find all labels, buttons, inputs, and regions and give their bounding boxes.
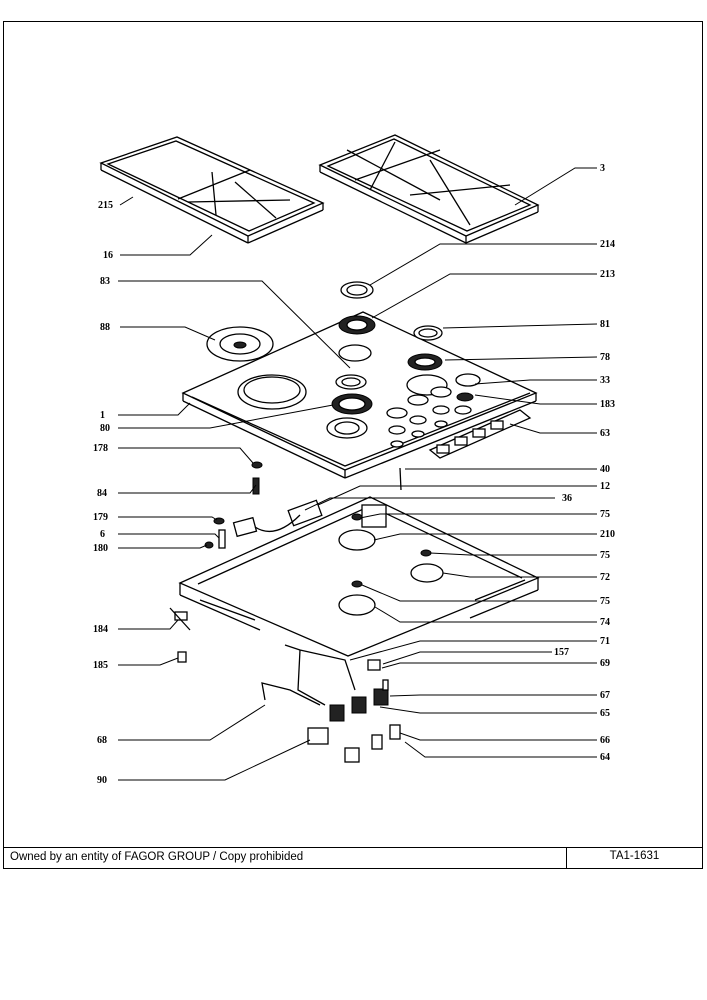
gas-pipes xyxy=(261,644,381,706)
drawing-code: TA1-1631 xyxy=(609,850,660,862)
drawing-frame xyxy=(3,21,703,869)
burner-parts xyxy=(206,281,443,390)
callout-16: 16 xyxy=(103,250,113,261)
callout-75-a: 75 xyxy=(600,509,610,520)
callout-71: 71 xyxy=(600,636,610,647)
callout-88: 88 xyxy=(100,322,110,333)
callout-80: 80 xyxy=(100,423,110,434)
callout-67: 67 xyxy=(600,690,610,701)
callout-65: 65 xyxy=(600,708,610,719)
callout-1: 1 xyxy=(100,410,105,421)
callout-78: 78 xyxy=(600,352,610,363)
callout-3: 3 xyxy=(600,163,605,174)
callout-213: 213 xyxy=(600,269,615,280)
callout-81: 81 xyxy=(600,319,610,330)
callout-72: 72 xyxy=(600,572,610,583)
callout-210: 210 xyxy=(600,529,615,540)
callout-185: 185 xyxy=(93,660,108,671)
burner-cups xyxy=(338,513,444,616)
control-strip xyxy=(428,409,532,459)
callout-6: 6 xyxy=(100,529,105,540)
callout-90: 90 xyxy=(97,775,107,786)
callout-83: 83 xyxy=(100,276,110,287)
callout-69: 69 xyxy=(600,658,610,669)
callout-184: 184 xyxy=(93,624,108,635)
leader-lines xyxy=(118,167,598,781)
callout-183: 183 xyxy=(600,399,615,410)
callout-labels: 215 16 3 214 213 83 88 81 78 33 183 1 80… xyxy=(93,163,615,786)
ignition-parts xyxy=(169,461,402,663)
footer-divider xyxy=(3,847,703,848)
callout-215: 215 xyxy=(98,200,113,211)
callout-180: 180 xyxy=(93,543,108,554)
callout-214: 214 xyxy=(600,239,615,250)
base-tray xyxy=(178,496,540,657)
callout-84: 84 xyxy=(97,488,107,499)
right-pan-support xyxy=(318,134,540,244)
gas-taps xyxy=(307,679,401,763)
callout-157: 157 xyxy=(554,647,569,658)
hob-top-plate xyxy=(181,311,538,479)
callout-68: 68 xyxy=(97,735,107,746)
callout-36: 36 xyxy=(562,493,572,504)
callout-40: 40 xyxy=(600,464,610,475)
callout-12: 12 xyxy=(600,481,610,492)
callout-33: 33 xyxy=(600,375,610,386)
left-pan-support xyxy=(99,136,325,244)
callout-179: 179 xyxy=(93,512,108,523)
footer-separator xyxy=(566,847,567,869)
ownership-notice: Owned by an entity of FAGOR GROUP / Copy… xyxy=(10,851,304,863)
callout-75-c: 75 xyxy=(600,596,610,607)
callout-66: 66 xyxy=(600,735,610,746)
callout-74: 74 xyxy=(600,617,610,628)
callout-178: 178 xyxy=(93,443,108,454)
callout-75-b: 75 xyxy=(600,550,610,561)
callout-64: 64 xyxy=(600,752,610,763)
callout-63: 63 xyxy=(600,428,610,439)
